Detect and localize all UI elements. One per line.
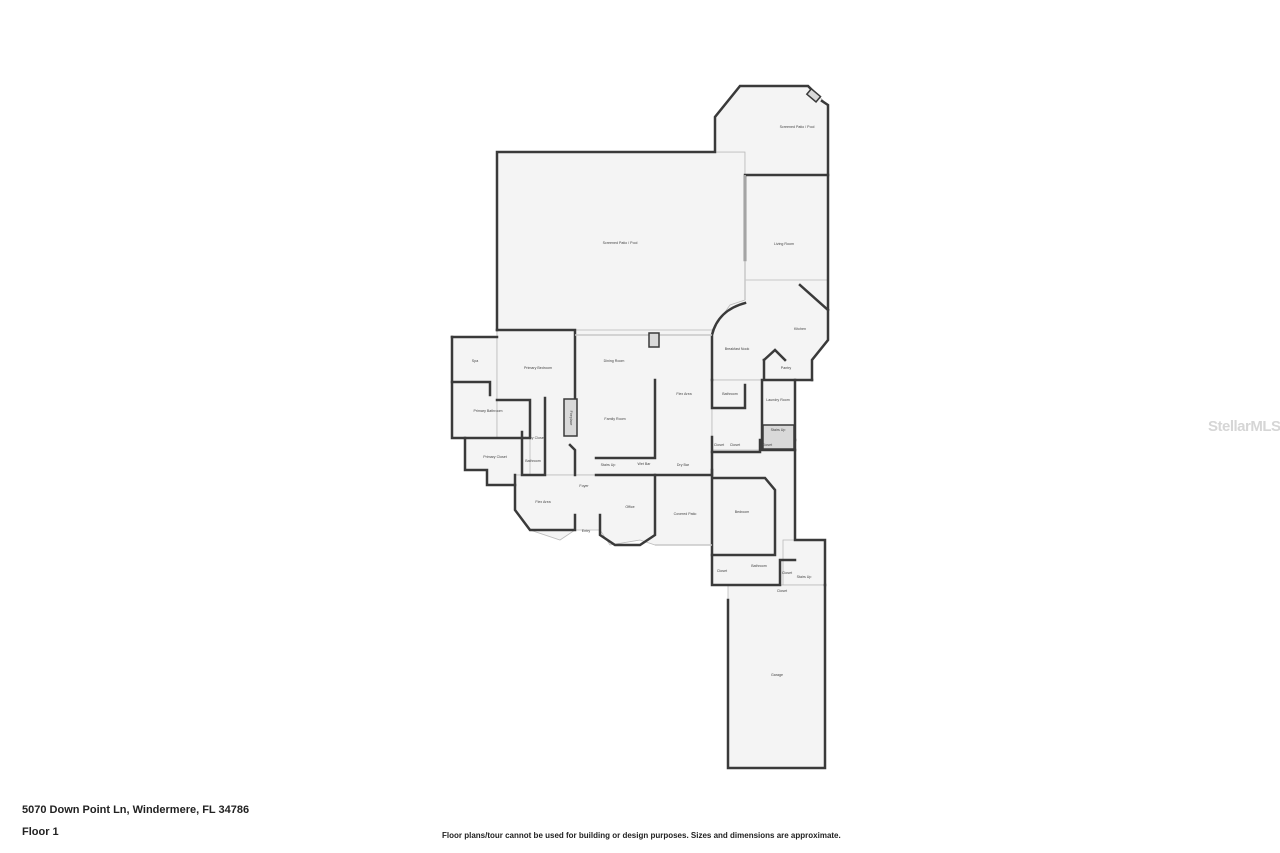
watermark: StellarMLS (1208, 418, 1280, 435)
room-label: Living Room (774, 242, 794, 246)
stairs-up-laundry (762, 424, 795, 450)
chimney (648, 332, 660, 348)
room-label: Screened Patio / Pool (780, 125, 815, 129)
room-label: Foyer (579, 484, 589, 488)
room-label: Closet (762, 443, 772, 447)
room-label: Stairs Up (771, 428, 786, 432)
room-label: Wet Bar (638, 462, 652, 466)
room-label: Breakfast Nook (725, 347, 750, 351)
room-label: Office (625, 505, 634, 509)
room-label: Bathroom (722, 392, 738, 396)
room-fills (451, 85, 829, 769)
fireplace (563, 398, 578, 437)
room-label: Flex Area (676, 392, 691, 396)
room-label: Primary Bathroom (474, 409, 503, 413)
room-labels: Screened Patio / Pool Screened Patio / P… (472, 125, 815, 677)
room-label: Covered Patio (674, 512, 697, 516)
room-label: Entry (582, 529, 591, 533)
pool-equipment (805, 87, 822, 103)
room-label: Dining Room (604, 359, 625, 363)
room-label: Bedroom (735, 510, 750, 514)
room-label: Spa (472, 359, 478, 363)
room-label: Screened Patio / Pool (603, 241, 638, 245)
room-label: Laundry Room (766, 398, 790, 402)
property-address: 5070 Down Point Ln, Windermere, FL 34786 (22, 804, 250, 816)
disclaimer: Floor plans/tour cannot be used for buil… (442, 831, 841, 840)
room-label: Closet (714, 443, 724, 447)
room-label: Closet (777, 589, 787, 593)
room-label: Family Room (604, 417, 625, 421)
room-label: Closet (717, 569, 727, 573)
room-label: Garage (771, 673, 783, 677)
room-label: Stairs Up (601, 463, 616, 467)
room-label: Flex Area (535, 500, 550, 504)
room-label: Kitchen (794, 327, 806, 331)
room-label: Primary Bedroom (524, 366, 552, 370)
room-label: Primary Closet (483, 455, 507, 459)
floor-label: Floor 1 (22, 826, 59, 838)
room-label: Stairs Up (797, 575, 812, 579)
room-label: Closet (730, 443, 740, 447)
room-label: Closet (782, 571, 792, 575)
room-label: Dry Bar (677, 463, 690, 467)
room-label: Primary Closet (521, 436, 545, 440)
openings (575, 175, 746, 546)
room-label: Bathroom (525, 459, 541, 463)
room-label: Fireplace (569, 411, 573, 426)
room-label: Bathroom (751, 564, 767, 568)
room-label: Pantry (781, 366, 792, 370)
